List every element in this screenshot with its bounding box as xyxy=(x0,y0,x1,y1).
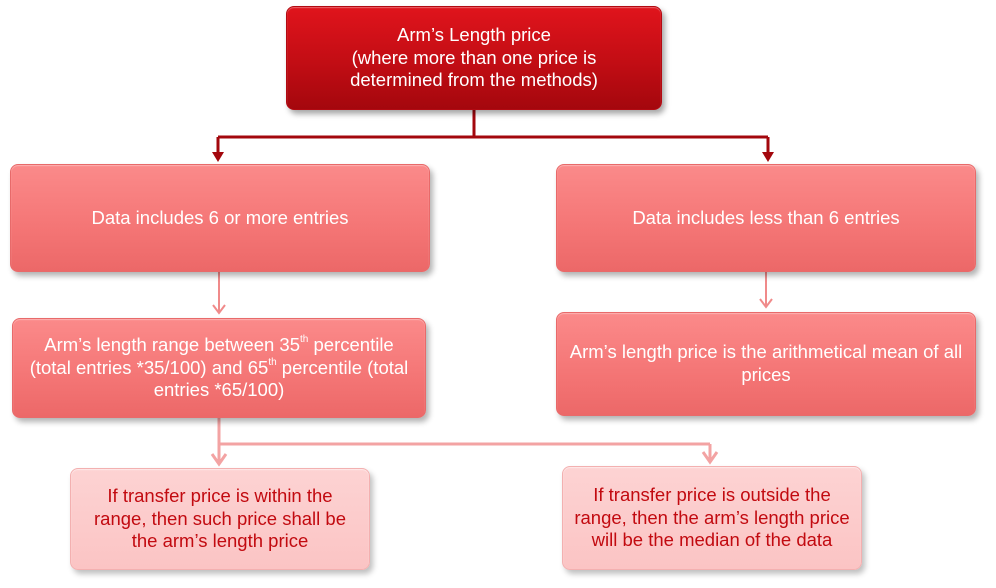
outside-range-box: If transfer price is outside the range, … xyxy=(562,466,862,570)
within-range-text: If transfer price is within the range, t… xyxy=(94,485,346,552)
right-condition-to-result-connector xyxy=(759,272,773,309)
range-to-outcomes-connector xyxy=(210,418,719,467)
outside-range-text: If transfer price is outside the range, … xyxy=(574,484,850,551)
six-or-more-entries-box: Data includes 6 or more entries xyxy=(10,164,430,272)
arrow-to-right-condition xyxy=(762,152,774,162)
arithmetical-mean-box: Arm’s length price is the arithmetical m… xyxy=(556,312,976,416)
top-split-connector xyxy=(216,110,770,156)
less-than-six-entries-box: Data includes less than 6 entries xyxy=(556,164,976,272)
top-box-line-1: Arm’s Length price xyxy=(397,24,551,46)
arithmetical-mean-text: Arm’s length price is the arithmetical m… xyxy=(569,341,963,385)
range-text-part-1: Arm’s length range between 35 xyxy=(44,334,301,356)
top-box-line-2: (where more than one price is xyxy=(351,46,597,68)
arms-length-range-text: Arm’s length range between 35th percenti… xyxy=(23,334,415,402)
top-box-line-3: determined from the methods) xyxy=(350,69,598,91)
range-text-part-2: percentile (total entries *35/100) and 6… xyxy=(29,334,394,378)
range-text-part-3: percentile (total entries *65/100) xyxy=(153,356,409,401)
range-text-superscript-1: th xyxy=(300,334,309,345)
left-condition-to-range-connector xyxy=(212,272,226,315)
within-range-box: If transfer price is within the range, t… xyxy=(70,468,370,570)
range-text-superscript-2: th xyxy=(268,356,277,368)
arms-length-range-box: Arm’s length range between 35th percenti… xyxy=(12,318,426,418)
arms-length-price-box: Arm’s Length price (where more than one … xyxy=(286,6,662,110)
less-than-six-entries-label: Data includes less than 6 entries xyxy=(632,206,900,228)
arrow-to-left-condition xyxy=(212,152,224,162)
six-or-more-entries-label: Data includes 6 or more entries xyxy=(91,206,349,228)
